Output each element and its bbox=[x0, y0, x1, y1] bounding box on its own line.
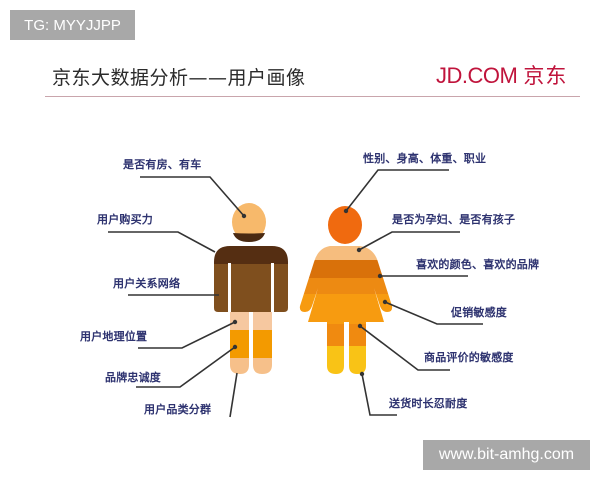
jd-logo-cn: 京东 bbox=[523, 64, 568, 88]
male-leader-dots bbox=[232, 213, 247, 350]
male-calves bbox=[230, 358, 272, 374]
page-title: 京东大数据分析——用户画像 bbox=[52, 67, 306, 89]
label-purchasing-power: 用户购买力 bbox=[97, 213, 153, 226]
female-chest bbox=[299, 246, 393, 260]
female-leader-dots bbox=[343, 208, 388, 377]
male-leader-lines bbox=[108, 176, 245, 418]
label-favorite-color-brand: 喜欢的颜色、喜欢的品牌 bbox=[416, 258, 540, 271]
label-delivery-tolerance: 送货时长忍耐度 bbox=[389, 397, 468, 410]
label-house-car: 是否有房、有车 bbox=[123, 158, 202, 171]
watermark-top: TG: MYYJJPP bbox=[10, 10, 135, 40]
label-review-sensitivity: 商品评价的敏感度 bbox=[424, 351, 514, 364]
label-geo-location: 用户地理位置 bbox=[80, 330, 148, 343]
male-shoulders bbox=[214, 246, 288, 264]
label-pregnant-children: 是否为孕妇、是否有孩子 bbox=[392, 213, 516, 226]
label-promotion-sensitivity: 促销敏感度 bbox=[451, 306, 507, 319]
label-brand-loyalty: 品牌忠诚度 bbox=[105, 371, 161, 384]
label-category-clustering: 用户品类分群 bbox=[144, 403, 212, 416]
female-leader-lines bbox=[345, 169, 483, 416]
female-figure bbox=[299, 206, 393, 374]
male-beard bbox=[233, 233, 265, 242]
header-divider bbox=[45, 96, 580, 97]
female-waist bbox=[299, 260, 393, 278]
male-torso bbox=[214, 264, 288, 312]
label-gender-height-weight-job: 性别、身高、体重、职业 bbox=[363, 152, 487, 165]
female-hips bbox=[299, 278, 393, 294]
jd-logo-text: JD.COM bbox=[436, 63, 518, 88]
female-skirt bbox=[299, 294, 393, 324]
label-social-network: 用户关系网络 bbox=[113, 277, 181, 290]
male-figure bbox=[214, 203, 288, 374]
female-head bbox=[328, 206, 362, 244]
female-feet bbox=[299, 346, 393, 374]
watermark-bottom: www.bit-amhg.com bbox=[423, 440, 590, 470]
male-knees bbox=[230, 330, 272, 358]
